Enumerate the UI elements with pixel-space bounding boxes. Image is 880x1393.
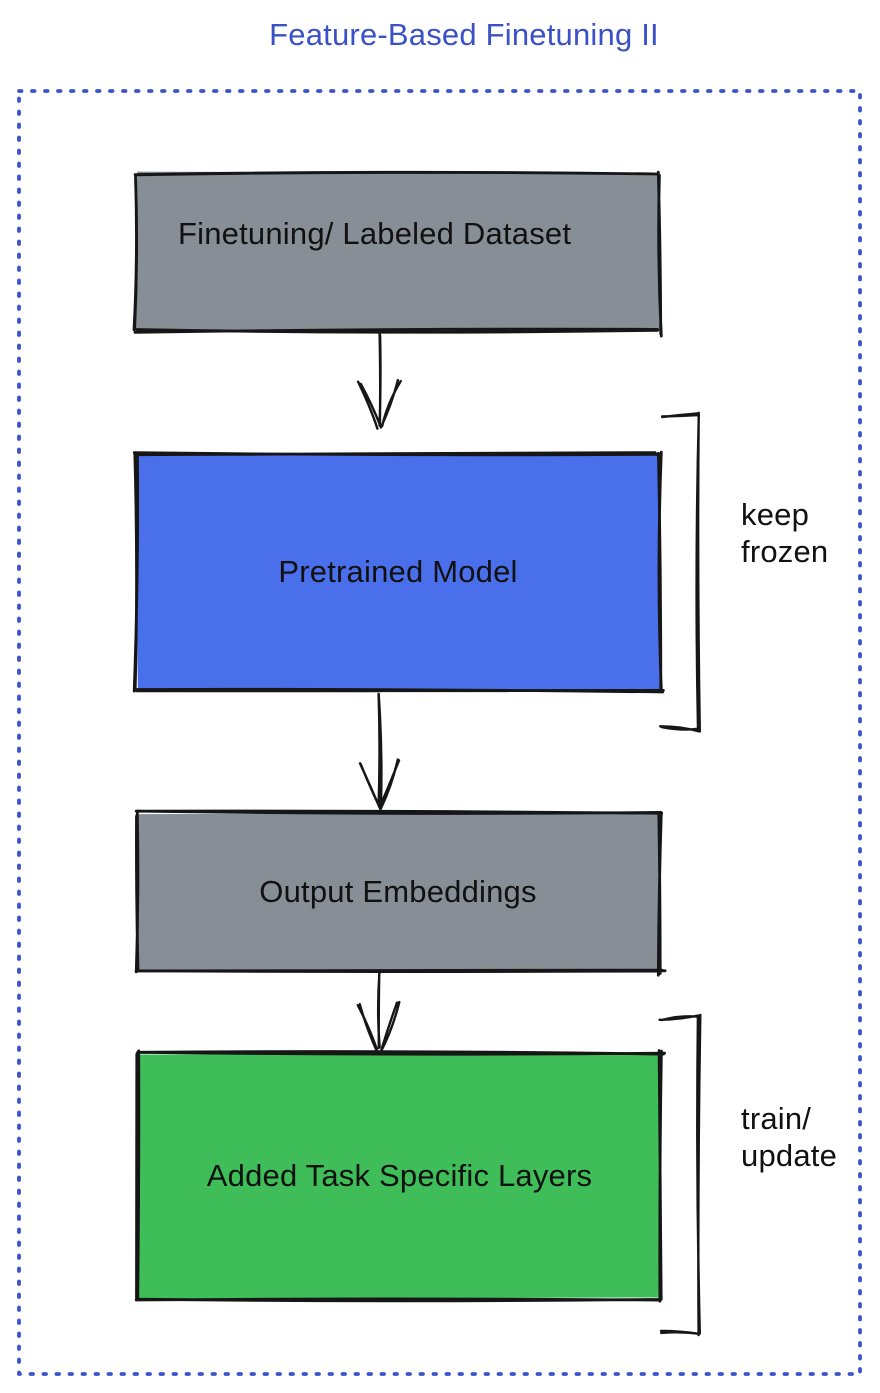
box-border-finetuning-dataset [132, 170, 663, 338]
bracket-train-update [658, 1013, 702, 1337]
box-label-added-task-specific-layers: Added Task Specific Layers [206, 1158, 593, 1193]
arrow-down-2 [358, 692, 401, 811]
box-fill-output-embeddings [135, 812, 660, 973]
box-fill-finetuning-dataset [134, 171, 662, 332]
annotation-keep-frozen: keep frozen [741, 497, 829, 569]
dotted-frame-border [17, 89, 862, 1376]
diagram-title: Feature-Based Finetuning II [269, 17, 659, 52]
box-fill-pretrained-model [135, 452, 661, 693]
arrow-down-1 [356, 332, 402, 430]
box-border-added-task-specific-layers [134, 1049, 666, 1303]
arrow-down-3 [356, 971, 401, 1053]
box-label-output-embeddings: Output Embeddings [259, 874, 537, 909]
box-border-pretrained-model [132, 450, 665, 694]
annotation-train-update: train/ update [741, 1101, 838, 1173]
box-border-output-embeddings [134, 809, 667, 977]
box-fill-added-task-specific-layers [137, 1054, 663, 1299]
bracket-keep-frozen [659, 411, 701, 733]
box-label-finetuning-dataset: Finetuning/ Labeled Dataset [178, 216, 572, 251]
box-label-pretrained-model: Pretrained Model [278, 554, 518, 589]
